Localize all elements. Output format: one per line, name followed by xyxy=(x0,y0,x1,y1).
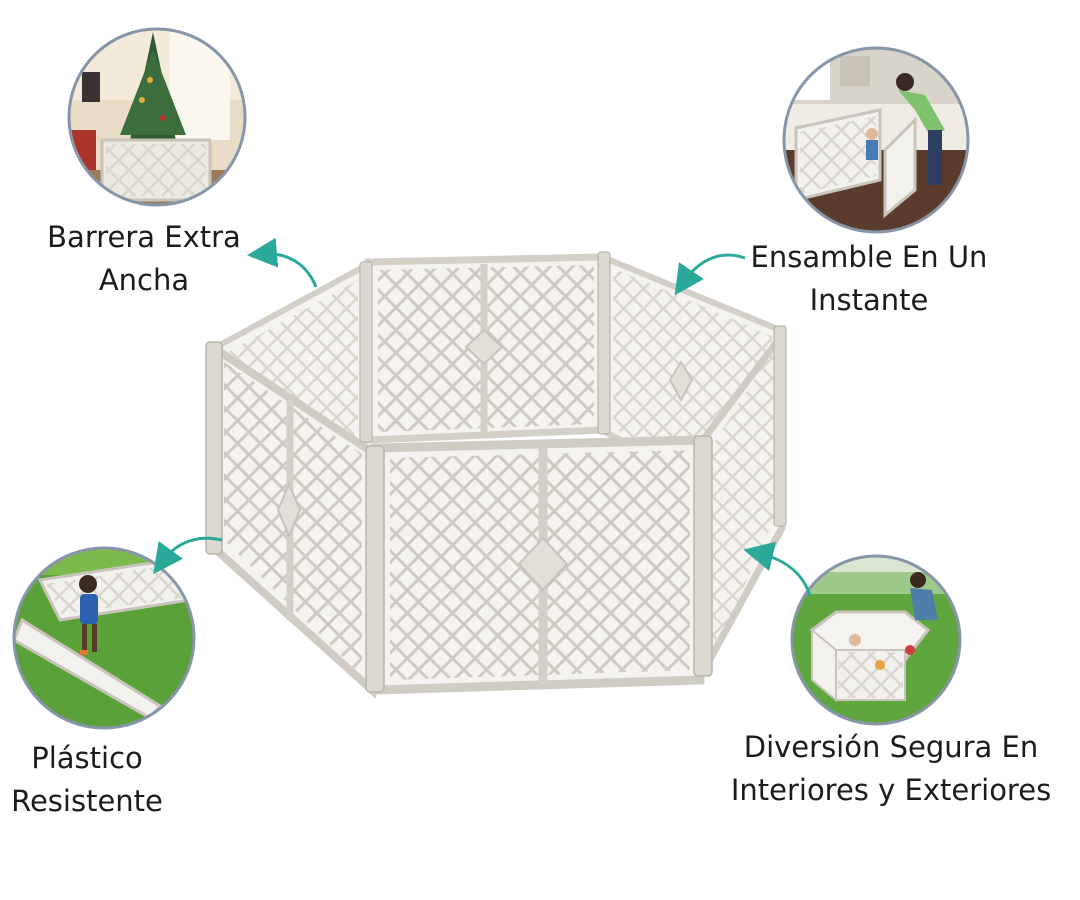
feature-label-line: Ancha xyxy=(98,263,190,297)
feature-label-line: Instante xyxy=(809,283,929,317)
arrow-icon xyxy=(743,541,812,597)
feature-label-resistant-plastic: Plástico Resistente xyxy=(0,737,178,823)
feature-label-line: Interiores y Exteriores xyxy=(730,773,1052,807)
feature-label-indoor-outdoor-fun: Diversión Segura En Interiores y Exterio… xyxy=(722,726,1060,812)
feature-label-line: Ensamble En Un xyxy=(750,240,988,274)
feature-label-line: Diversión Segura En xyxy=(743,730,1039,764)
arrow-icon xyxy=(153,536,223,575)
arrow-icon xyxy=(674,253,746,296)
assembly-photo xyxy=(782,46,970,234)
feature-label-instant-assembly: Ensamble En Un Instante xyxy=(742,236,996,322)
arrow-icon xyxy=(247,237,318,288)
feature-label-extra-wide-barrier: Barrera Extra Ancha xyxy=(22,216,266,302)
feature-label-line: Plástico xyxy=(31,741,143,775)
child-outdoor-photo xyxy=(12,546,196,730)
feature-label-line: Barrera Extra xyxy=(47,220,241,254)
christmas-tree-photo xyxy=(67,27,247,207)
feature-label-line: Resistente xyxy=(11,784,163,818)
outdoor-play-photo xyxy=(790,554,962,726)
playpen-image xyxy=(205,251,787,699)
